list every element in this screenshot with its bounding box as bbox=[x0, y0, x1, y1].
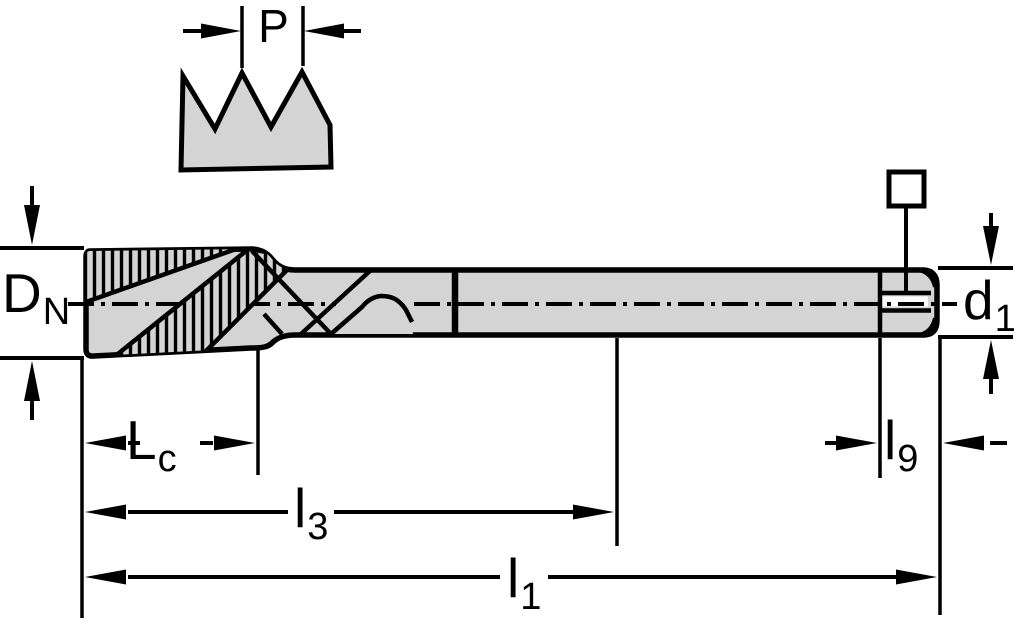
flute-hatch-band-2 bbox=[114, 251, 298, 357]
arrowhead bbox=[983, 226, 999, 265]
arrowhead bbox=[85, 435, 126, 451]
square-length-dimension bbox=[825, 435, 1007, 451]
arrowhead bbox=[85, 504, 126, 520]
extension-lines bbox=[80, 338, 942, 618]
flute-edge-1 bbox=[86, 249, 237, 305]
arrowhead bbox=[573, 504, 614, 520]
tap-details bbox=[86, 249, 937, 357]
arrowhead bbox=[85, 569, 126, 585]
flute-runout-line-2 bbox=[299, 268, 373, 336]
arrowhead bbox=[896, 569, 937, 585]
arrowhead bbox=[304, 23, 344, 39]
overall-length-dimension bbox=[85, 569, 937, 585]
flute-runout-line-3 bbox=[262, 312, 284, 336]
nominal-diameter-dimension bbox=[0, 186, 84, 420]
arrowhead bbox=[24, 205, 40, 245]
flute-runout-fill bbox=[331, 296, 413, 334]
arrowhead bbox=[24, 361, 40, 401]
square-section-flat bbox=[881, 296, 928, 307]
pitch-dimension bbox=[183, 6, 361, 68]
label-pitch: P bbox=[258, 0, 289, 52]
arrowhead bbox=[201, 23, 241, 39]
flute-edge-3 bbox=[198, 258, 299, 357]
thread-length-dimension bbox=[85, 504, 614, 520]
thread-profile-detail bbox=[178, 6, 361, 173]
thread-profile bbox=[178, 66, 334, 173]
arrowhead bbox=[214, 435, 255, 451]
shank-end-corner-top bbox=[918, 268, 937, 288]
flute-edge-2 bbox=[112, 249, 248, 357]
arrowhead bbox=[943, 435, 984, 451]
shank-diameter-dimension bbox=[938, 213, 1013, 394]
chamfer-length-dimension bbox=[85, 435, 255, 451]
flute-runout-curve bbox=[329, 293, 415, 336]
arrowhead bbox=[836, 435, 877, 451]
shank-end-corner-bottom bbox=[918, 317, 937, 337]
tap-body bbox=[68, 169, 957, 359]
square-section-symbol bbox=[886, 169, 927, 209]
arrowhead bbox=[983, 340, 999, 379]
